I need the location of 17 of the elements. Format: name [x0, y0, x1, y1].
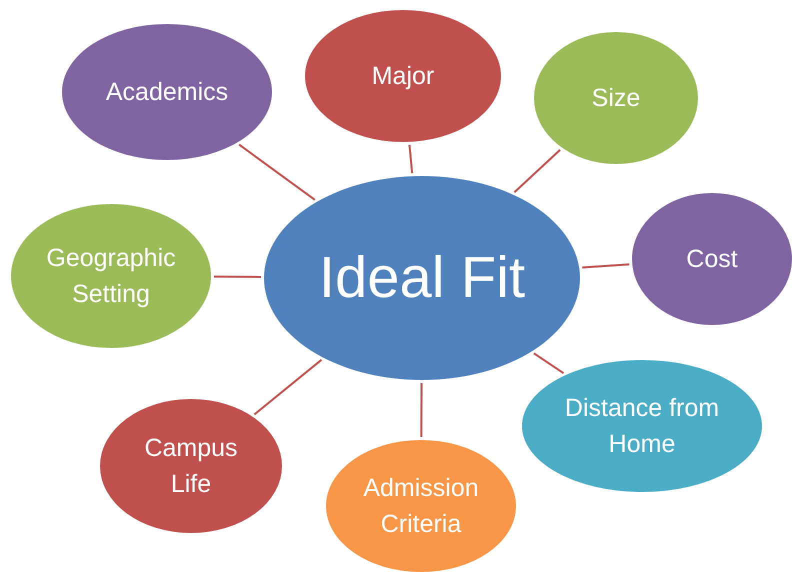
topic-label: Size [590, 83, 642, 114]
topic-label: Campus Life [143, 433, 239, 500]
topic-label: Distance from Home [564, 393, 720, 460]
connector-line [420, 383, 423, 437]
connector-line [214, 276, 262, 278]
topic-label: Ideal Fit [318, 244, 526, 312]
topic-label: Geographic Setting [45, 243, 177, 310]
topic-label: Academics [104, 77, 230, 108]
connector-line [254, 359, 322, 416]
connector-line [514, 149, 561, 193]
topic-label: Admission Criteria [362, 473, 480, 540]
topic-label: Major [370, 61, 436, 92]
connector-line [238, 144, 316, 201]
topic-label: Cost [685, 244, 739, 275]
connector-line [533, 352, 564, 374]
connector-line [582, 263, 630, 268]
connector-line [408, 144, 414, 174]
